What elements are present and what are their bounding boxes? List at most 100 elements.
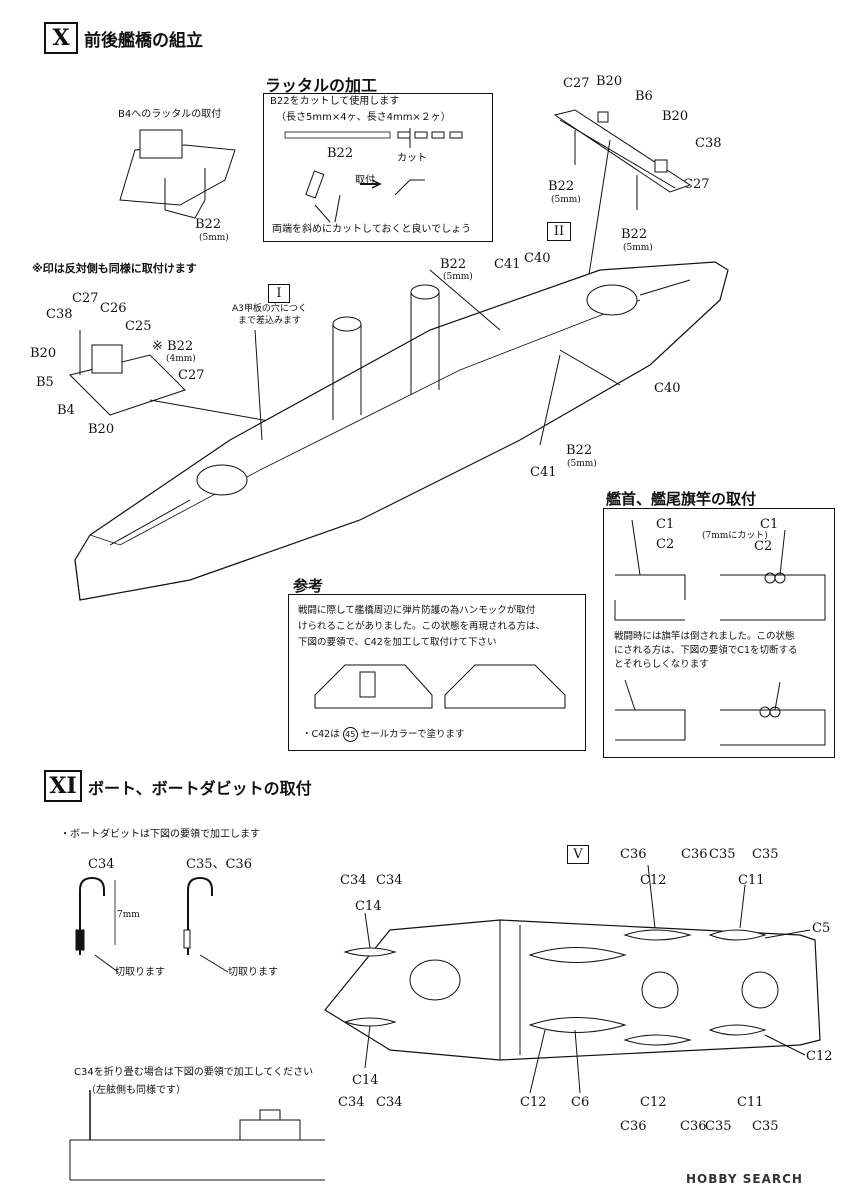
- deck-bot-c35-1: C35: [705, 1119, 732, 1134]
- paint-pre: ・C42は: [302, 729, 340, 740]
- flag-note-3: とそれらしくなります: [614, 659, 709, 670]
- ship-b22-label: B22: [440, 257, 467, 272]
- davit-note: ・ボートダビットは下図の要領で加工します: [60, 829, 260, 840]
- davit-fold2: （左舷側も同様です）: [86, 1085, 186, 1096]
- section-x-number: X: [44, 22, 78, 54]
- boat-c14b: [343, 1017, 397, 1027]
- deck-top-view: [324, 919, 821, 1061]
- flag-note-1: 戦闘時には旗竿は倒されました。この状態: [614, 631, 795, 642]
- deck-c5: C5: [812, 921, 831, 936]
- aft-b22b-label: B22: [621, 227, 648, 242]
- b4-b22-label: B22: [195, 217, 222, 232]
- flag-cut7-label: (7mmにカット): [702, 531, 768, 541]
- deck-c34a: C34: [340, 873, 367, 888]
- davit-c34: [79, 876, 105, 955]
- fore-bridge-deck: [69, 354, 186, 416]
- ladder-strip: [284, 131, 391, 139]
- flagstaff-title: 艦首、艦尾旗竿の取付: [606, 490, 757, 508]
- ladder-panel: [263, 93, 493, 242]
- b4-base: [119, 144, 236, 206]
- flag-c1b-label: C1: [760, 517, 779, 532]
- ship-b22-dim: (5mm): [443, 272, 473, 282]
- flag-c1-label: C1: [656, 517, 675, 532]
- ladder-b22-label: B22: [327, 146, 354, 161]
- paint-color-number: 45: [342, 727, 358, 742]
- deck-c34b: C34: [376, 873, 403, 888]
- aft-b6-label: B6: [635, 89, 653, 104]
- fan-2: [741, 971, 779, 1009]
- davit-cut2: 切取ります: [228, 967, 278, 978]
- deck-top-c36-2: C36: [681, 847, 708, 862]
- aft-b22a-label: B22: [548, 179, 575, 194]
- boat-c14a: [343, 947, 397, 957]
- reference-line2: けられることがありました。この状態を再現される方は、: [298, 621, 546, 632]
- davit-cut1: 切取ります: [115, 967, 165, 978]
- davit-fold1: C34を折り畳む場合は下図の要領で加工してください: [74, 1067, 314, 1078]
- b4-b22-dim: (5mm): [199, 233, 229, 243]
- deck-bot-c36-2: C36: [680, 1119, 707, 1134]
- footer-logo: HOBBY SEARCH: [686, 1172, 803, 1186]
- section-xi-title: ボート、ボートダビットの取付: [88, 779, 312, 798]
- ship-c41b-label: C41: [530, 465, 557, 480]
- deck-bot-c36-1: C36: [620, 1119, 647, 1134]
- davit-c35: [187, 876, 213, 955]
- bridge-c38-label: C38: [46, 307, 73, 322]
- deck-c14b: C14: [352, 1073, 379, 1088]
- deck-c11b: C11: [737, 1095, 764, 1110]
- fore-turret: [196, 464, 248, 496]
- funnel-aft-top: [410, 284, 440, 300]
- deck-c12c: C12: [640, 1095, 667, 1110]
- deck-top-c36-1: C36: [620, 847, 647, 862]
- aft-b22a-dim: (5mm): [551, 195, 581, 205]
- flag-c2b-label: C2: [754, 539, 773, 554]
- aft-c27-label: C27: [563, 76, 590, 91]
- ladder-title: ラッタルの加工: [265, 76, 378, 95]
- bridge-b20-label: B20: [30, 346, 57, 361]
- boat-c6: [528, 947, 627, 963]
- boat-c11b: [708, 1024, 767, 1036]
- ship-c41-label: C41: [494, 257, 521, 272]
- bridge-b22-dim: (4mm): [166, 354, 196, 364]
- roman-one-marker: I: [268, 284, 290, 303]
- bridge-b20b-label: B20: [88, 422, 115, 437]
- ladder-line1: B22をカットして使用します: [270, 96, 400, 107]
- ship-c40b-label: C40: [654, 381, 681, 396]
- ship-b22b-label: B22: [566, 443, 593, 458]
- flag-note-2: にされる方は、下図の要領でC1を切断する: [614, 645, 798, 656]
- bridge-b4-label: B4: [57, 403, 75, 418]
- davit-c3536-label: C35、C36: [186, 857, 252, 872]
- ladder-note: 両端を斜めにカットしておくと良いでしょう: [272, 224, 472, 235]
- deck-c34c: C34: [338, 1095, 365, 1110]
- bridge-b5-label: B5: [36, 375, 54, 390]
- deck-bot-c35-2: C35: [752, 1119, 779, 1134]
- ship-c40-label: C40: [524, 251, 551, 266]
- boat-c12b: [623, 929, 692, 941]
- deck-c12a: C12: [640, 873, 667, 888]
- deck-top-c35-1: C35: [709, 847, 736, 862]
- reference-line1: 戦闘に際して艦橋周辺に弾片防護の為ハンモックが取付: [298, 605, 536, 616]
- deck-c6: C6: [571, 1095, 590, 1110]
- aft-c38-label: C38: [695, 136, 722, 151]
- ladder-cut-label: カット: [397, 153, 427, 164]
- boat-c11a: [708, 929, 767, 941]
- a3-note-line2: まで差込みます: [238, 316, 302, 326]
- bridge-c27-label: C27: [72, 291, 99, 306]
- ladder-line2: （長さ5mm×4ヶ、長さ4mm×２ヶ）: [276, 112, 451, 123]
- bridge-b22-label: ※ B22: [152, 339, 194, 354]
- aft-turret: [586, 284, 638, 316]
- reference-title: 参考: [293, 577, 324, 595]
- deck-c12d: C12: [806, 1049, 833, 1064]
- reference-paint-note: ・C42は 45 セールカラーで塗ります: [302, 727, 464, 742]
- b4-cabin: [139, 129, 183, 159]
- deck-c11a: C11: [738, 873, 765, 888]
- other-side-note: ※印は反対側も同様に取付けます: [32, 262, 197, 275]
- c42-processed: [444, 664, 566, 709]
- boat-c12c: [623, 1034, 692, 1046]
- bridge-c27b-label: C27: [178, 368, 205, 383]
- roman-two-marker: II: [547, 222, 571, 241]
- deck-c12b: C12: [520, 1095, 547, 1110]
- ship-hull: [74, 261, 729, 601]
- aft-b20b-label: B20: [662, 109, 689, 124]
- bridge-c26-label: C26: [100, 301, 127, 316]
